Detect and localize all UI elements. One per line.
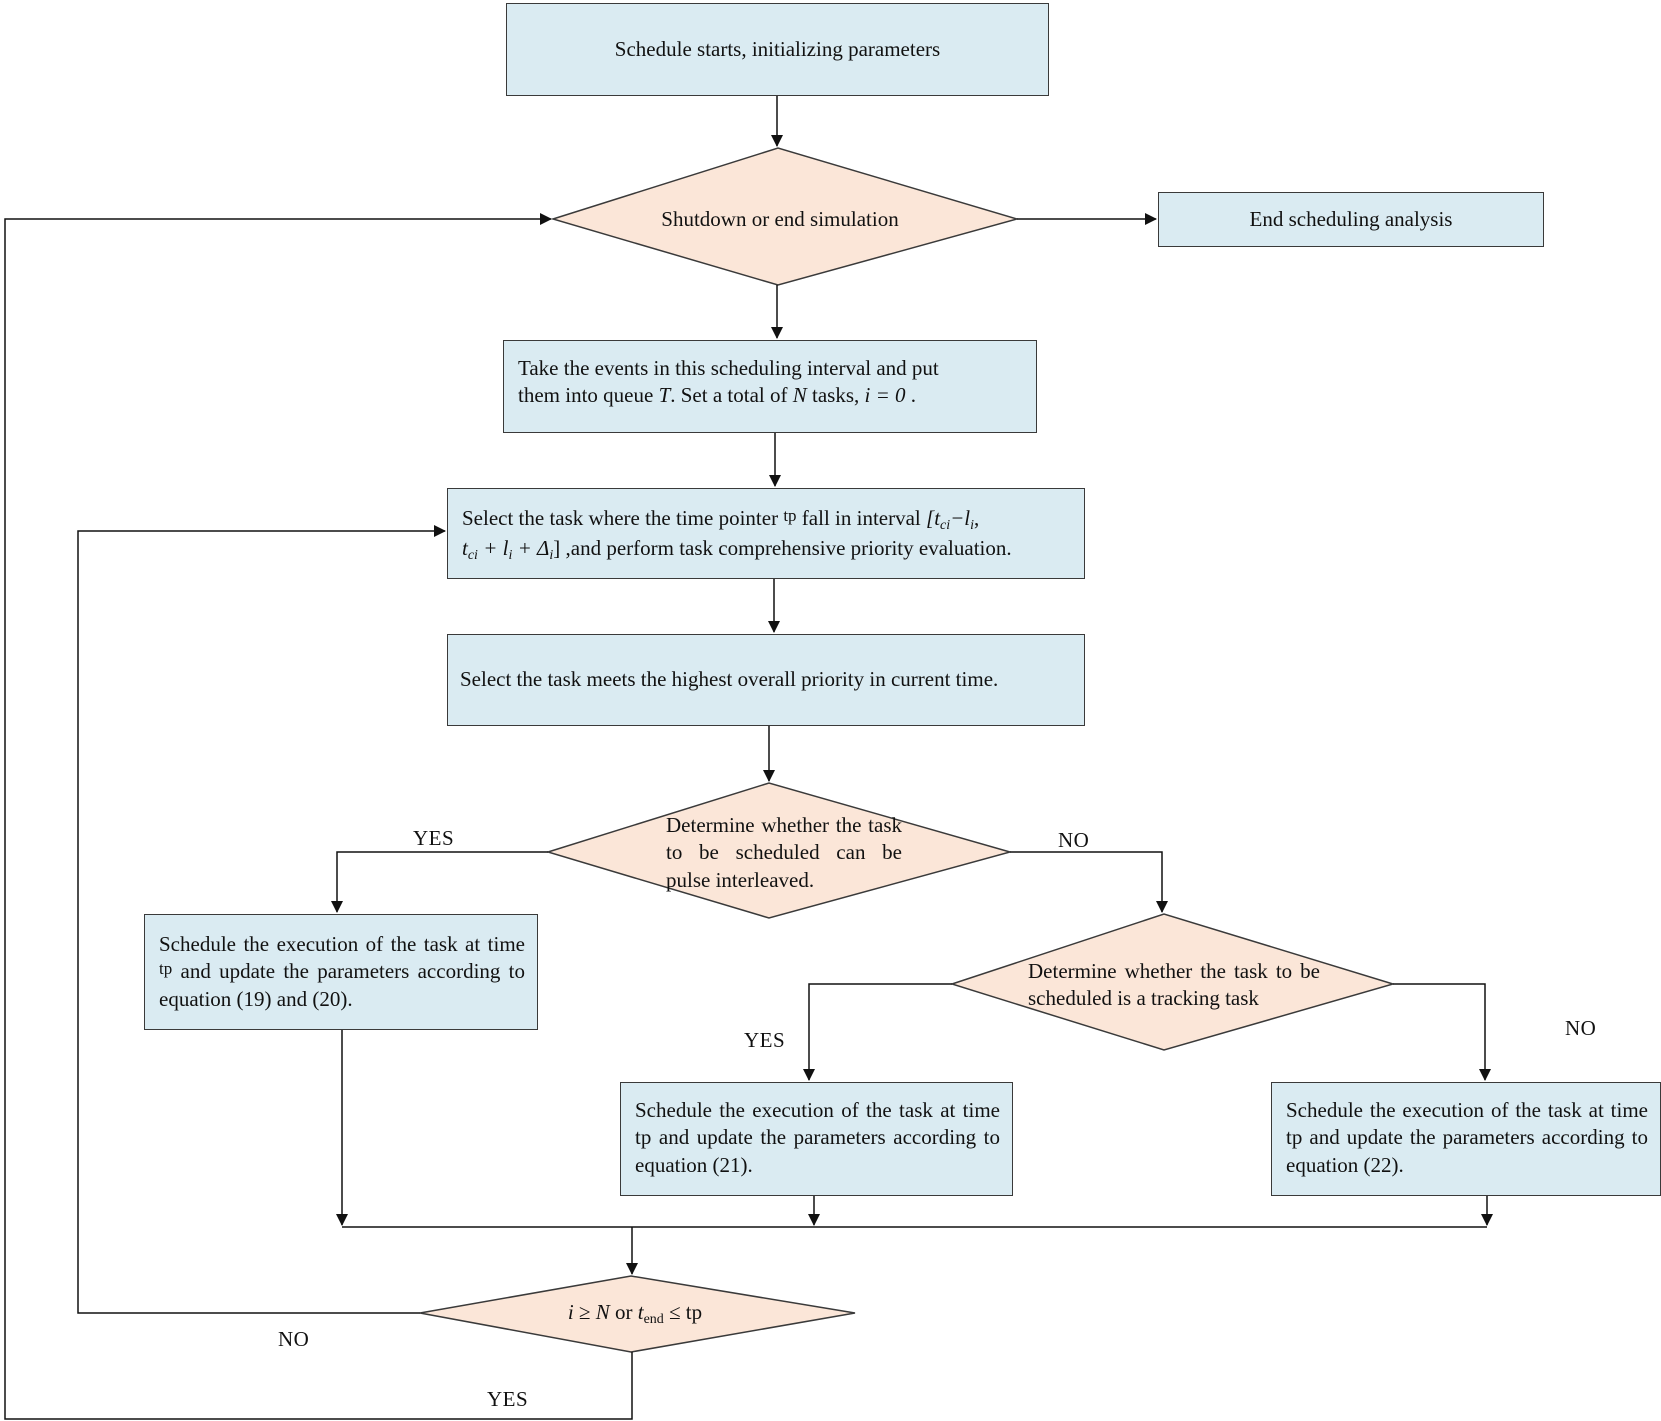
select-interval-line2: tci + li + Δi] ,and perform task compreh… (462, 536, 1012, 564)
decision-final-label: i ≥ N or tend ≤ tp (567, 1300, 703, 1327)
decision-shutdown-label: Shutdown or end simulation (661, 207, 899, 231)
label-yes-tracking: YES (744, 1028, 786, 1052)
label-no-tracking: NO (1565, 1016, 1597, 1040)
select-interval-box: Select the task where the time pointer t… (447, 488, 1085, 579)
schedule-eq22-box: Schedule the execution of the task at ti… (1271, 1082, 1661, 1196)
schedule-eq19-box: Schedule the execution of the task at ti… (144, 914, 538, 1030)
schedule-eq21-label: Schedule the execution of the task at ti… (635, 1098, 1000, 1177)
connector-final-yes-loop (4, 213, 633, 1420)
label-no-final: NO (278, 1327, 310, 1351)
end-box: End scheduling analysis (1158, 192, 1544, 247)
end-label: End scheduling analysis (1249, 206, 1453, 231)
connector-interleave-yes (331, 851, 548, 913)
connector-tracking-yes (803, 983, 952, 1081)
label-no-interleave: NO (1058, 828, 1090, 852)
take-events-box: Take the events in this scheduling inter… (503, 340, 1037, 433)
decision-final-shape (419, 1275, 856, 1353)
schedule-eq21-box: Schedule the execution of the task at ti… (620, 1082, 1013, 1196)
decision-tracking-label: Determine whether the task to be schedul… (1028, 959, 1320, 1011)
decision-interleave-label: Determine whether the task to be schedul… (666, 813, 902, 892)
take-events-line2: them into queue T. Set a total of N task… (518, 383, 917, 408)
select-interval-line1: Select the task where the time pointer t… (462, 506, 980, 533)
connector-tracking-no (1393, 983, 1491, 1081)
label-yes-final: YES (487, 1387, 529, 1411)
schedule-eq19-label-b: and update the parameters according to e… (159, 959, 525, 1011)
schedule-eq19-tp: tp (159, 959, 173, 979)
select-highest-box: Select the task meets the highest overal… (447, 634, 1085, 726)
start-box: Schedule starts, initializing parameters (506, 3, 1049, 96)
select-highest-label: Select the task meets the highest overal… (460, 667, 999, 692)
connector-interleave-no (1010, 851, 1168, 913)
label-yes-interleave: YES (413, 826, 455, 850)
schedule-eq22-label: Schedule the execution of the task at ti… (1286, 1098, 1648, 1177)
schedule-eq19-label-a: Schedule the execution of the task at ti… (159, 932, 525, 956)
take-events-line1: Take the events in this scheduling inter… (518, 356, 939, 380)
start-label: Schedule starts, initializing parameters (614, 36, 941, 61)
connector-final-no-loop (77, 525, 446, 1314)
